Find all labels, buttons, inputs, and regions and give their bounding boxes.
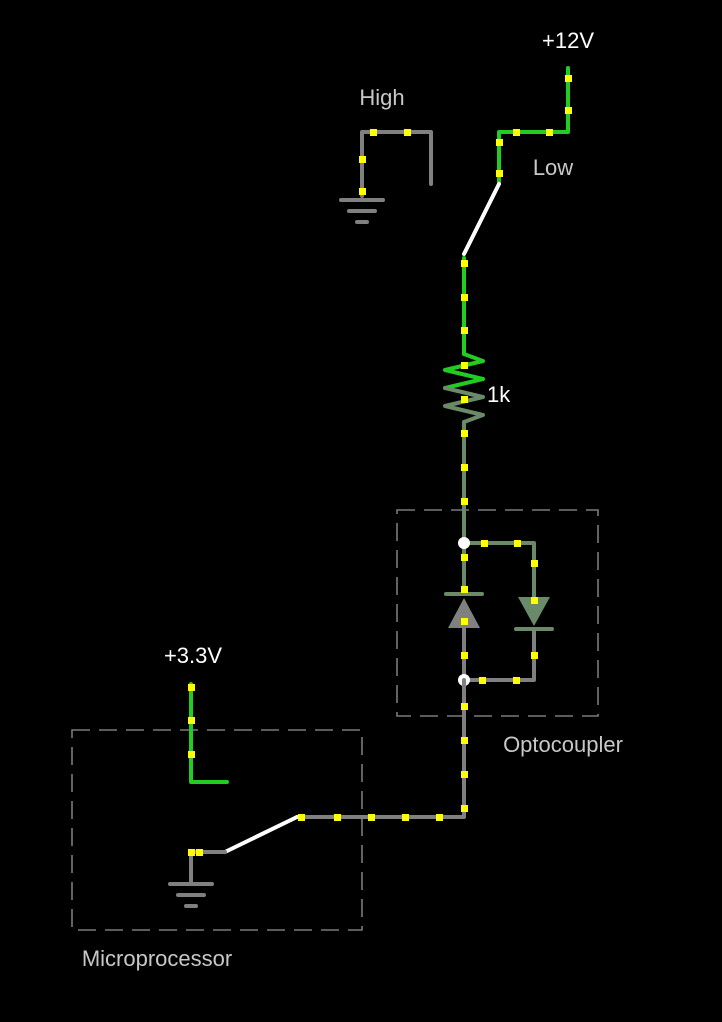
current-dot: [368, 814, 375, 821]
current-dot: [461, 652, 468, 659]
current-dot: [479, 677, 486, 684]
current-dot: [359, 188, 366, 195]
optocoupler-to-mcu-wire: [295, 678, 466, 819]
current-dot: [188, 751, 195, 758]
led2-triangle: [518, 597, 550, 626]
mcu-ground-symbol: [168, 882, 214, 908]
supply-3v3-label: +3.3V: [164, 643, 222, 668]
current-dot: [496, 170, 503, 177]
current-dot: [461, 771, 468, 778]
current-dot: [531, 560, 538, 567]
current-dot: [546, 129, 553, 136]
current-dot: [370, 129, 377, 136]
current-dot: [461, 260, 468, 267]
optocoupler-top-bus: [462, 541, 536, 598]
current-dot: [514, 540, 521, 547]
current-dot: [461, 362, 468, 369]
led1-triangle: [448, 598, 480, 628]
current-dot: [565, 107, 572, 114]
microprocessor-enclosure: [71, 729, 363, 931]
current-dot: [513, 677, 520, 684]
supply-3v3-wire: [189, 682, 229, 784]
current-dot: [531, 652, 538, 659]
resistor-value-label: 1k: [487, 382, 511, 407]
mcu-switch-blade[interactable]: [223, 815, 299, 854]
current-dot: [481, 540, 488, 547]
current-dot: [461, 327, 468, 334]
current-dot: [461, 737, 468, 744]
current-dot: [298, 814, 305, 821]
current-dot: [461, 586, 468, 593]
current-dot: [402, 814, 409, 821]
current-dot: [461, 805, 468, 812]
current-dot: [461, 554, 468, 561]
current-dot: [496, 139, 503, 146]
current-dot: [461, 464, 468, 471]
optocoupler-label: Optocoupler: [503, 732, 623, 757]
current-dot: [188, 717, 195, 724]
current-dot: [334, 814, 341, 821]
high-ground-symbol: [339, 198, 385, 224]
current-dot: [436, 814, 443, 821]
switch-high-label: High: [359, 85, 404, 110]
current-dot: [404, 129, 411, 136]
mcu-ground-wire: [189, 850, 227, 886]
spdt-switch-blade[interactable]: [462, 182, 501, 256]
current-dot: [461, 618, 468, 625]
supply-12v-wire: [497, 66, 570, 184]
supply-12v-label: +12V: [542, 28, 594, 53]
current-dot: [531, 597, 538, 604]
current-dot: [359, 156, 366, 163]
current-dot: [461, 703, 468, 710]
optocoupler-enclosure: [396, 509, 599, 717]
high-contact-wire: [360, 130, 433, 198]
current-dot: [461, 430, 468, 437]
current-dot: [196, 849, 203, 856]
resistor-lower: [443, 386, 485, 424]
current-dot: [461, 294, 468, 301]
current-dot: [461, 498, 468, 505]
resistor-upper: [443, 352, 485, 390]
current-dot: [188, 849, 195, 856]
optocoupler-bottom-bus: [462, 629, 536, 682]
microprocessor-label: Microprocessor: [82, 946, 232, 971]
current-dot: [513, 129, 520, 136]
current-dot: [461, 396, 468, 403]
current-dot: [188, 684, 195, 691]
junction-top: [458, 537, 470, 549]
current-dot: [565, 75, 572, 82]
current-flow-dots: [188, 75, 572, 856]
switch-low-label: Low: [533, 155, 573, 180]
